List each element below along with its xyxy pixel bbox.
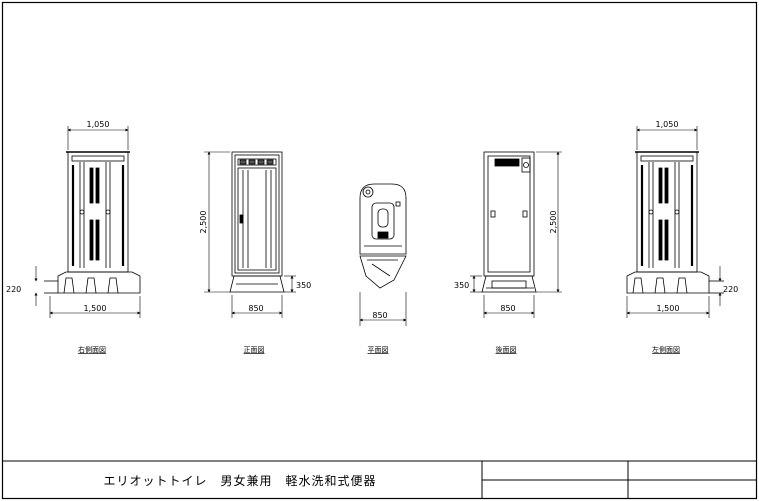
drawing-title: エリオットトイレ 男女兼用 軽水洗和式便器 — [103, 473, 376, 488]
rear-height-dimension: 2,500 — [549, 211, 558, 234]
plan-view — [359, 183, 407, 289]
front-view — [229, 151, 285, 293]
right-side-height-dimension: 220 — [6, 285, 21, 294]
left-side-view — [626, 151, 724, 294]
right-side-caption: 右側面図 — [78, 345, 106, 354]
left-side-top-dimension: 1,050 — [656, 120, 679, 129]
rear-base-dimension: 350 — [454, 281, 469, 290]
front-height-dimension: 2,500 — [199, 211, 208, 234]
right-side-dimensions — [34, 126, 141, 318]
left-side-caption: 左側面図 — [652, 345, 680, 354]
right-side-bottom-dimension: 1,500 — [84, 304, 107, 313]
front-caption: 正面図 — [244, 346, 265, 354]
left-side-dimensions — [626, 126, 722, 318]
front-base-dimension: 350 — [296, 281, 311, 290]
rear-view — [481, 151, 537, 293]
left-side-height-dimension: 220 — [723, 285, 738, 294]
right-side-view — [44, 151, 141, 294]
front-dimensions — [204, 151, 296, 318]
plan-width-dimension: 850 — [372, 311, 387, 320]
rear-caption: 後面図 — [496, 345, 517, 354]
rear-dimensions — [470, 151, 562, 318]
plan-caption: 平面図 — [368, 346, 389, 354]
left-side-bottom-dimension: 1,500 — [657, 304, 680, 313]
title-block — [2, 460, 757, 499]
front-width-dimension: 850 — [248, 304, 263, 313]
plan-dimensions — [359, 292, 407, 326]
right-side-top-dimension: 1,050 — [87, 120, 110, 129]
rear-width-dimension: 850 — [500, 304, 515, 313]
